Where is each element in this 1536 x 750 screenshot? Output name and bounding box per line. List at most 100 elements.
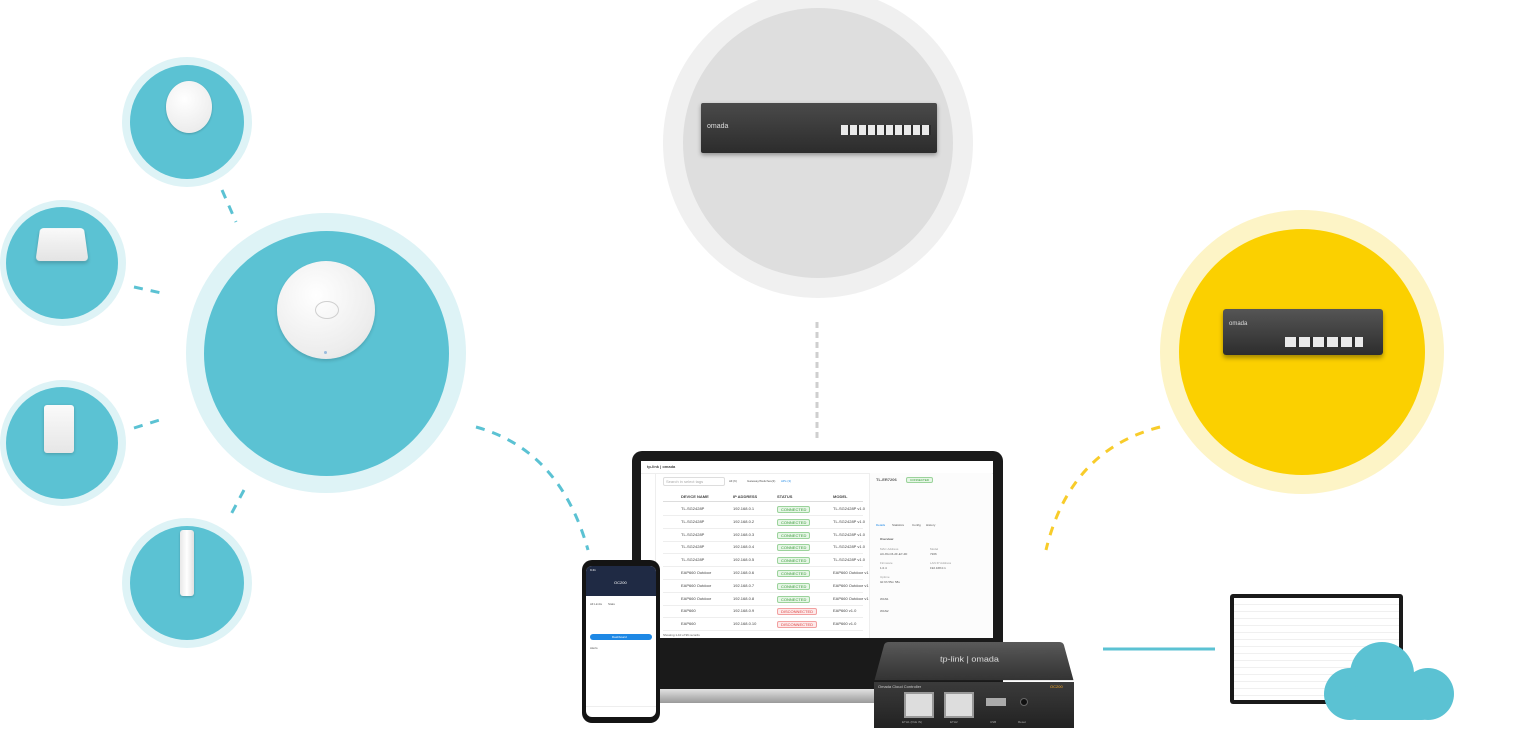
field-uptime-value: 0d 9h 55m 58s — [880, 580, 900, 584]
ceiling-ap-device — [277, 261, 375, 359]
ap-hub — [204, 231, 449, 476]
panel-tab-history[interactable]: History — [926, 523, 936, 527]
table-row[interactable]: EAP660 Outdoor 192.168.0.6 CONNECTED EAP660… — [663, 567, 872, 580]
panel-tab-details[interactable]: Details — [876, 523, 886, 527]
cell-model: EAP660 Outdoor v1.0 — [833, 582, 872, 588]
cell-ip: 192.168.0.9 — [733, 608, 755, 614]
phone-alerts-label: Alerts — [590, 646, 598, 650]
omada-dashboard-screen: tp-link | omada Search in select tags Al… — [641, 461, 993, 638]
panel-tab-config[interactable]: Config — [912, 523, 921, 527]
oc200-controller: tp-link | omada Omada Cloud Controller O… — [874, 638, 1074, 728]
cell-name: EAP660 Outdoor — [681, 582, 712, 588]
phone-device: 9:41 OC200 All Limits Stats Dashboard Al… — [582, 560, 660, 723]
outdoor-ap-icon — [180, 530, 194, 596]
cell-name: EAP660 Outdoor — [681, 570, 712, 575]
router-circle: omada — [1179, 229, 1425, 475]
led-icon — [324, 351, 327, 354]
cell-status: CONNECTED — [777, 518, 811, 526]
phone-site: OC200 — [614, 580, 627, 585]
cell-name: TL-SG2428P — [681, 531, 705, 537]
panel-title: TL-ER7206 — [876, 477, 897, 482]
ap-ceiling-circle — [130, 65, 244, 179]
cell-status: CONNECTED — [777, 595, 811, 603]
device-search-input[interactable]: Search in select tags — [663, 477, 725, 486]
switch-circle: omada — [683, 8, 953, 278]
usb-port — [986, 698, 1006, 706]
switch-device: omada — [701, 103, 937, 153]
screen-sidebar — [641, 473, 656, 638]
col-status[interactable]: STATUS — [777, 494, 793, 499]
cell-model: EAP660 Outdoor v1.0 — [833, 570, 872, 575]
cell-ip: 192.168.0.8 — [733, 595, 755, 601]
cell-ip: 192.168.0.1 — [733, 506, 755, 511]
cell-model: EAP660 v1.0 — [833, 621, 857, 627]
phone-tab-stats[interactable]: Stats — [608, 602, 615, 606]
ap-wall-circle — [6, 207, 118, 319]
cell-status: CONNECTED — [777, 506, 811, 513]
filter-gateway-switches[interactable]: Gateway/Switches(3) — [747, 479, 776, 483]
inwall-ap-icon — [44, 405, 74, 453]
field-firmware-label: Firmware — [880, 561, 893, 565]
cell-status: CONNECTED — [777, 531, 811, 539]
cell-ip: 192.168.0.5 — [733, 557, 755, 563]
panel-wan1[interactable]: WAN1 — [880, 597, 889, 601]
field-mac-label: MAC Address — [880, 547, 899, 551]
table-row[interactable]: EAP660 192.168.0.9 DISCONNECTED EAP660 v1.0 — [663, 605, 863, 619]
col-model[interactable]: MODEL — [833, 494, 848, 499]
cloud-icon — [1324, 642, 1454, 720]
ceiling-ap-small-icon — [166, 81, 212, 133]
cell-name: TL-SG2428P — [681, 518, 705, 524]
panel-wan2[interactable]: WAN2 — [880, 609, 889, 613]
device-table-header: DEVICE NAME IP ADDRESS STATUS MODEL — [663, 491, 863, 502]
tp-link-logo-icon — [315, 301, 339, 319]
field-model-label: Model — [930, 547, 939, 551]
cell-name: TL-SG2428P — [681, 544, 705, 550]
router-brand: omada — [1229, 321, 1248, 327]
cell-status: CONNECTED — [777, 570, 811, 577]
field-mac-value: AC-84-C6-2F-E7-4D — [880, 552, 908, 556]
device-detail-panel: TL-ER7206 CONNECTED Details Statistics C… — [869, 473, 992, 638]
cell-model: TL-SG2428P v1.0 — [833, 544, 865, 550]
filter-all[interactable]: All (6) — [729, 479, 737, 483]
cell-ip: 192.168.0.7 — [733, 582, 755, 588]
field-lan-label: LAN IP Address — [930, 561, 952, 565]
cell-status: CONNECTED — [777, 557, 811, 565]
controller-top: tp-link | omada — [874, 641, 1074, 681]
filter-aps[interactable]: APs (3) — [781, 479, 792, 483]
phone-tab-all[interactable]: All Limits — [590, 602, 603, 606]
panel-tab-statistics[interactable]: Statistics — [892, 523, 905, 527]
cell-name: EAP660 — [681, 608, 696, 614]
field-firmware-value: 1.0.4 — [880, 566, 887, 570]
controller-brand: tp-link | omada — [939, 654, 1000, 664]
cell-model: TL-SG2428P v1.0 — [833, 518, 865, 524]
port-label-eth2: ETH2 — [950, 720, 958, 724]
port-label-usb: USB — [990, 720, 997, 724]
cell-model: TL-SG2428P v1.0 — [833, 557, 865, 563]
pagination-text: Showing 1-10 of 96 records — [663, 633, 700, 637]
cell-model: EAP660 v1.0 — [833, 608, 857, 614]
table-row[interactable]: TL-SG2428P 192.168.0.5 CONNECTED TL-SG2428P… — [663, 554, 865, 568]
phone-dashboard-button[interactable]: Dashboard — [590, 634, 652, 640]
cell-name: EAP660 Outdoor — [681, 595, 712, 601]
col-ip-address[interactable]: IP ADDRESS — [733, 494, 758, 499]
col-device-name[interactable]: DEVICE NAME — [681, 494, 709, 499]
switch-ports — [841, 125, 931, 135]
panel-overview-label: Overview — [880, 537, 894, 541]
cell-status: DISCONNECTED — [777, 608, 818, 616]
controller-label: Omada Cloud Controller — [878, 684, 922, 689]
cell-ip: 192.168.0.6 — [733, 570, 755, 575]
screen-topbar: tp-link | omada — [641, 461, 993, 474]
cell-name: TL-SG2428P — [681, 557, 705, 563]
phone-header: 9:41 OC200 — [586, 566, 656, 596]
cell-model: TL-SG2428P v1.0 — [833, 531, 865, 537]
phone-bottom-nav — [586, 706, 656, 717]
cell-model: TL-SG2428P v1.0 — [833, 506, 865, 511]
